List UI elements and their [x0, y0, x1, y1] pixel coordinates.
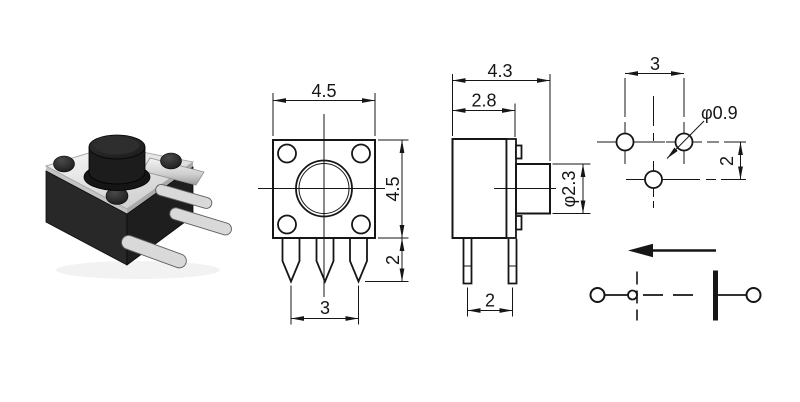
top-view-drawing: 4.5 4.5 2 3	[258, 81, 409, 325]
top-view-pin-left	[281, 238, 301, 284]
schematic-movable-contact	[627, 289, 638, 301]
pcb-hole-left	[615, 132, 635, 152]
leg-front	[121, 234, 187, 269]
top-view-corner-hole-tl	[277, 143, 297, 164]
pcb-hole-span-dimension: 3	[624, 54, 685, 117]
top-view-pin-right	[349, 238, 368, 284]
pcb-layout-drawing: 3 φ0.9 2	[597, 54, 746, 208]
top-view-corner-hole-tr	[351, 143, 371, 164]
schematic-symbol	[589, 243, 762, 321]
direction-arrow-icon	[628, 243, 716, 258]
side-view-overall-width-dimension: 4.3	[452, 61, 551, 161]
top-view-pin-span-dimension: 3	[290, 285, 359, 325]
leg-lower-right	[169, 207, 232, 236]
switch-legs	[121, 184, 232, 269]
top-view-corner-hole-bl	[277, 214, 297, 235]
side-view-body-width-dimension: 2.8	[452, 91, 516, 137]
button-top-highlight	[95, 137, 139, 155]
corner-dome-left	[53, 155, 75, 173]
top-view-pin-length-dimension: 2	[365, 238, 409, 282]
side-view-tab-top	[515, 144, 523, 160]
plate-edge-left	[46, 166, 127, 215]
pcb-hole-diameter-label: φ0.9	[701, 103, 738, 123]
schematic-terminal-right	[745, 287, 762, 303]
side-view-drawing: 4.3 2.8 φ2.3 2	[451, 61, 591, 317]
top-view-pin-span-label: 3	[320, 298, 330, 318]
corner-dome-right	[160, 152, 182, 170]
side-view-pin-right	[507, 239, 518, 285]
top-view-corner-hole-br	[351, 214, 371, 235]
photo-ground-shadow	[56, 261, 220, 279]
side-view-tab-bottom	[515, 215, 523, 231]
side-view-pin-pitch-label: 2	[485, 291, 495, 311]
top-view-width-label: 4.5	[311, 81, 336, 101]
top-view-pin-middle	[315, 238, 335, 284]
side-view-button-diameter-label: φ2.3	[559, 171, 579, 208]
side-view-overall-width-label: 4.3	[487, 61, 512, 81]
pcb-hole-bottom	[644, 170, 663, 189]
schematic-terminal-left	[589, 287, 606, 303]
top-view-height-dimension: 4.5	[378, 139, 409, 239]
leg-upper-right	[155, 184, 213, 209]
pcb-row-offset-label: 2	[717, 156, 737, 166]
pcb-hole-diameter-callout: φ0.9	[666, 103, 738, 159]
top-view-height-label: 4.5	[383, 176, 403, 201]
pcb-row-offset-dimension: 2	[717, 142, 743, 180]
top-view-width-dimension: 4.5	[272, 81, 376, 136]
pcb-hole-span-label: 3	[650, 54, 660, 74]
top-view-pin-length-label: 2	[383, 255, 403, 265]
side-view-button-diameter-dimension: φ2.3	[552, 163, 591, 214]
side-view-pin-left	[462, 239, 473, 285]
side-view-body-width-label: 2.8	[471, 91, 496, 111]
side-view-pin-pitch-dimension: 2	[467, 287, 513, 317]
product-photo	[44, 134, 232, 279]
